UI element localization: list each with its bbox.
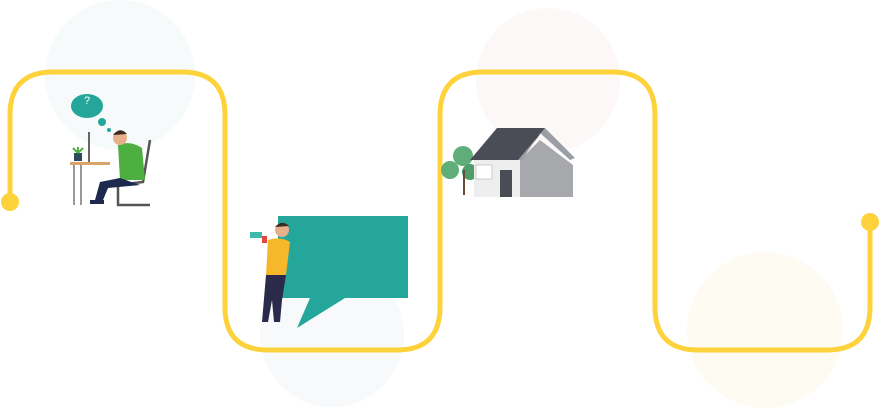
bg-circle xyxy=(260,263,404,407)
speech-bubble xyxy=(278,216,408,328)
bg-circle xyxy=(476,8,620,152)
bg-circle xyxy=(687,252,843,408)
person-texting-speech-bubble-icon xyxy=(250,216,408,328)
person-at-desk-thinking-icon: ? xyxy=(70,94,152,207)
svg-text:?: ? xyxy=(84,95,90,107)
house-icon xyxy=(441,128,575,197)
bg-circle xyxy=(45,0,195,150)
journey-path xyxy=(7,69,873,353)
path-end-dot-icon xyxy=(861,213,879,231)
path-start-dot-icon xyxy=(1,193,19,211)
